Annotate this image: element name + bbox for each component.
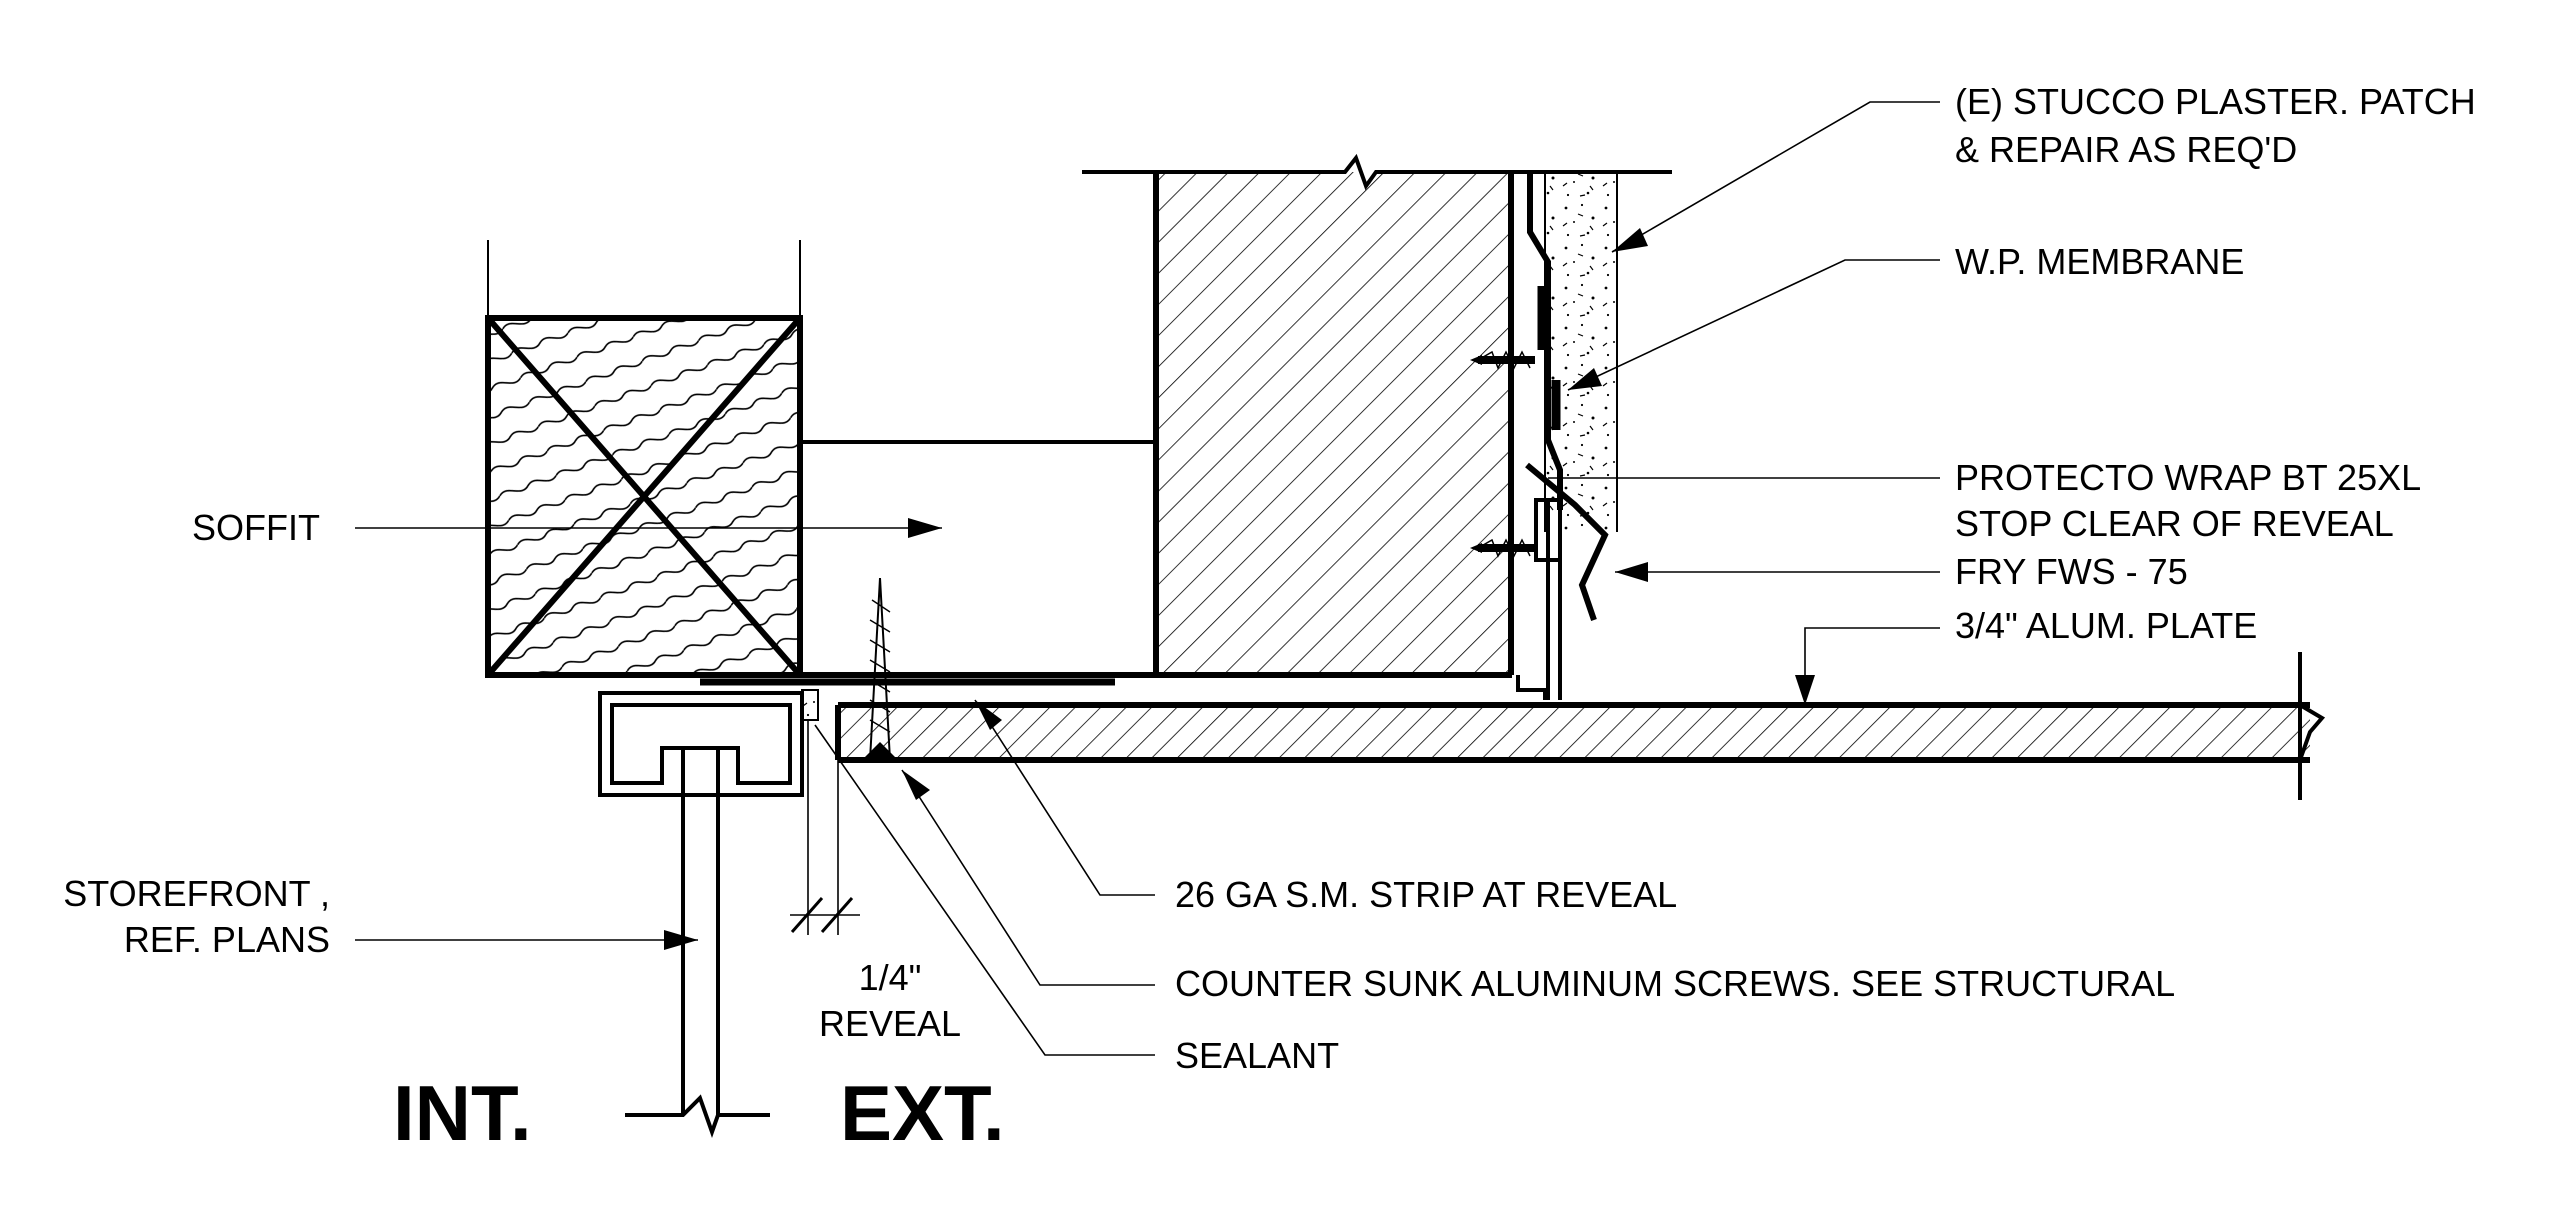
label-storefront-line2: REF. PLANS	[124, 919, 330, 960]
leader-screws	[901, 769, 1155, 986]
label-interior: INT.	[393, 1069, 532, 1157]
label-fry: FRY FWS - 75	[1955, 551, 2188, 592]
label-reveal-line1: 1/4"	[859, 957, 922, 998]
wall-screw-upper	[1470, 350, 1535, 370]
wood-beam	[485, 240, 803, 678]
leader-sealant	[814, 724, 1155, 1056]
aluminum-plate	[835, 652, 2326, 800]
storefront-frame	[598, 691, 804, 1139]
label-exterior: EXT.	[840, 1069, 1005, 1157]
wp-membrane	[1516, 172, 1609, 700]
label-soffit: SOFFIT	[192, 507, 320, 548]
leader-strip	[974, 699, 1155, 896]
label-strip: 26 GA S.M. STRIP AT REVEAL	[1175, 874, 1677, 915]
label-storefront-line1: STOREFRONT ,	[63, 873, 330, 914]
leader-storefront	[355, 930, 698, 950]
reveal-dimension	[790, 720, 860, 935]
label-reveal-line2: REVEAL	[819, 1003, 961, 1044]
leader-plate	[1795, 627, 1940, 705]
leader-fry	[1615, 562, 1940, 582]
label-protecto-line2: STOP CLEAR OF REVEAL	[1955, 503, 2394, 544]
concrete-wall	[1082, 153, 1672, 675]
label-stucco-line1: (E) STUCCO PLASTER. PATCH	[1955, 81, 2476, 122]
label-stucco-line2: & REPAIR AS REQ'D	[1955, 129, 2297, 170]
label-sealant: SEALANT	[1175, 1035, 1339, 1076]
leader-membrane	[1567, 259, 1940, 391]
label-membrane: W.P. MEMBRANE	[1955, 241, 2244, 282]
countersunk-screw	[862, 577, 898, 761]
label-plate: 3/4" ALUM. PLATE	[1955, 605, 2257, 646]
label-screws: COUNTER SUNK ALUMINUM SCREWS. SEE STRUCT…	[1175, 963, 2175, 1004]
wall-screw-lower	[1470, 538, 1535, 558]
sealant-bead	[801, 689, 819, 721]
leader-stucco	[1611, 101, 1940, 253]
leader-soffit	[355, 518, 942, 538]
label-protecto-line1: PROTECTO WRAP BT 25XL	[1955, 457, 2421, 498]
